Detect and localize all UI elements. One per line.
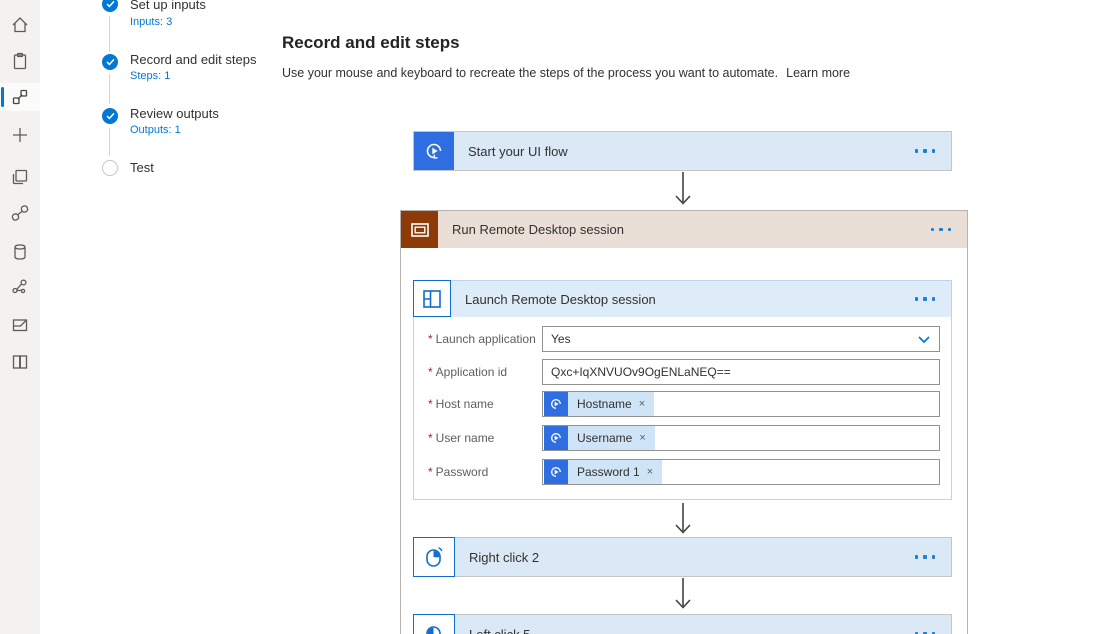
field-label-application-id: *Application id [428,365,508,379]
step-done-check-icon [102,0,118,12]
step-connector [109,128,110,156]
launch-application-dropdown[interactable]: Yes [542,326,940,352]
token-label: Username [577,431,633,445]
selected-nav-indicator [1,87,4,107]
designer-canvas: Record and edit steps Use your mouse and… [258,0,1111,634]
flow-connector-arrow [672,503,694,537]
launch-rdp-card: Launch Remote Desktop session *Launch ap… [413,280,952,500]
more-menu-icon[interactable] [930,227,951,232]
flow-connector-arrow [672,172,694,208]
step-label: Set up inputs [130,0,206,12]
field-label-user-name: *User name [428,431,495,445]
nav-ai-builder-icon[interactable] [0,273,40,301]
card-title: Run Remote Desktop session [452,222,624,237]
token-remove-icon[interactable]: × [639,432,646,444]
password-input[interactable]: Password 1 × [542,459,940,485]
username-token[interactable]: Username × [544,426,655,450]
step-done-check-icon [102,54,118,70]
host-name-input[interactable]: Hostname × [542,391,940,417]
dropdown-value: Yes [551,332,571,346]
application-id-input[interactable]: Qxc+IqXNVUOv9OgENLaNEQ== [542,359,940,385]
left-click-card[interactable]: Left click 5 [413,614,952,634]
step-sublabel: Outputs: 1 [130,124,181,136]
required-mark: * [428,365,433,379]
uiflow-token-icon [544,426,568,450]
launch-rdp-header[interactable]: Launch Remote Desktop session [413,280,951,317]
nav-create-icon[interactable] [0,121,40,149]
page-title: Record and edit steps [282,33,460,53]
more-menu-icon[interactable] [914,149,935,153]
card-title: Left click 5 [469,626,531,634]
nav-home-icon[interactable] [0,11,40,39]
step-connector [109,74,110,104]
token-remove-icon[interactable]: × [646,466,654,478]
password-token[interactable]: Password 1 × [544,460,663,484]
step-sublabel: Steps: 1 [130,70,171,82]
learn-more-link[interactable]: Learn more [786,66,851,80]
token-label: Password 1 [577,465,640,479]
start-uiflow-card[interactable]: Start your UI flow [413,131,952,171]
step-todo-circle-icon [102,160,118,176]
flow-connector-arrow [672,578,694,612]
field-label-host-name: *Host name [428,397,494,411]
nav-my-flows-icon[interactable] [0,83,40,111]
token-remove-icon[interactable]: × [638,398,646,410]
step-connector [109,16,110,52]
step-label: Test [130,160,154,175]
required-mark: * [428,465,433,479]
nav-templates-icon[interactable] [0,163,40,191]
chevron-down-icon [918,335,930,343]
required-mark: * [428,397,433,411]
mouse-right-click-icon [413,537,455,577]
right-click-card[interactable]: Right click 2 [413,537,952,577]
rdp-scope-header[interactable]: Run Remote Desktop session [401,211,967,248]
uiflow-token-icon [544,460,568,484]
required-mark: * [428,431,433,445]
hostname-token[interactable]: Hostname × [544,392,655,416]
field-label-launch-application: *Launch application [428,332,536,346]
token-label: Hostname [577,397,632,411]
card-title: Right click 2 [469,549,540,565]
step-sublabel: Inputs: 3 [130,16,173,28]
nav-solutions-icon[interactable] [0,311,40,339]
input-value: Qxc+IqXNVUOv9OgENLaNEQ== [551,365,731,379]
nav-data-icon[interactable] [0,238,40,266]
launch-window-icon [413,280,451,317]
user-name-input[interactable]: Username × [542,425,940,451]
step-done-check-icon [102,108,118,124]
mouse-left-click-icon [413,614,455,634]
field-label-password: *Password [428,465,489,479]
page-subtitle: Use your mouse and keyboard to recreate … [282,66,850,80]
nav-learn-icon[interactable] [0,348,40,376]
app-rail [0,0,41,634]
more-menu-icon[interactable] [914,632,935,634]
card-title: Start your UI flow [468,143,568,159]
more-menu-icon[interactable] [914,555,935,559]
nav-action-items-icon[interactable] [0,47,40,75]
more-menu-icon[interactable] [914,297,935,301]
card-title: Launch Remote Desktop session [465,291,656,307]
wizard-steps-panel: Set up inputs Inputs: 3 Record and edit … [40,0,259,634]
uiflow-token-icon [544,392,568,416]
nav-connectors-icon[interactable] [0,199,40,227]
step-label: Review outputs [130,106,219,121]
remote-desktop-icon [401,211,438,248]
step-label: Record and edit steps [130,52,257,67]
required-mark: * [428,332,433,346]
subtitle-text: Use your mouse and keyboard to recreate … [282,66,779,80]
uiflow-trigger-icon [414,132,454,170]
